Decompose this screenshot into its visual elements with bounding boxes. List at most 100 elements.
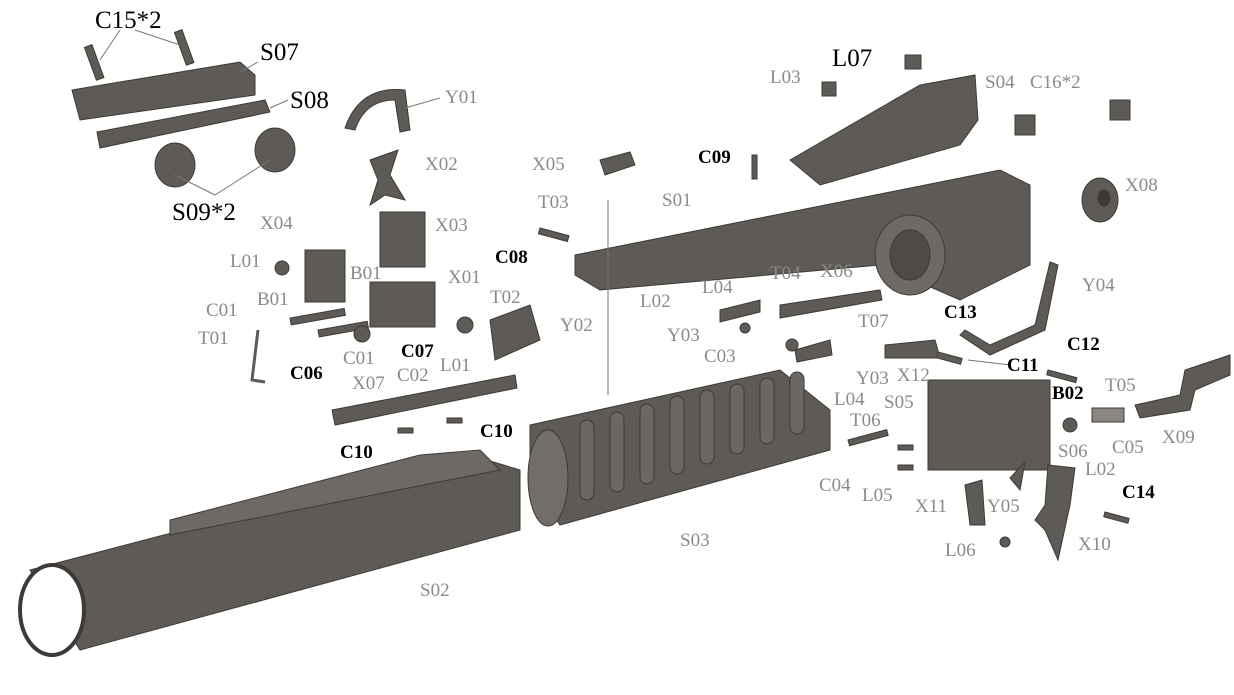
part-x03 <box>379 211 426 268</box>
label-c15: C15*2 <box>95 7 162 34</box>
label-y05: Y05 <box>987 496 1020 517</box>
label-s08: S08 <box>290 87 329 114</box>
part-l03 <box>821 81 837 97</box>
label-t05: T05 <box>1105 375 1136 396</box>
part-l05 <box>897 444 914 451</box>
label-l01a: L01 <box>230 251 261 272</box>
part-y02 <box>489 304 541 361</box>
label-l06: L06 <box>945 540 976 561</box>
part-x08 <box>1081 177 1119 223</box>
part-l07 <box>904 54 922 70</box>
label-t06: T06 <box>850 410 881 431</box>
part-x05 <box>599 151 636 176</box>
part-x02 <box>369 149 407 207</box>
part-y03b <box>794 339 833 363</box>
label-x03: X03 <box>435 215 468 236</box>
part-c15-screws <box>83 29 195 81</box>
part-s03-handguard <box>527 369 831 527</box>
label-c01a: C01 <box>206 300 238 321</box>
label-l01b: L01 <box>440 355 471 376</box>
label-s03: S03 <box>680 530 710 551</box>
label-s01: S01 <box>662 190 692 211</box>
label-s09: S09*2 <box>172 199 236 226</box>
part-l04 <box>739 322 751 334</box>
part-c14 <box>1103 511 1130 524</box>
label-c06: C06 <box>290 363 323 384</box>
label-b01b: B01 <box>257 289 289 310</box>
label-x11: X11 <box>915 496 948 517</box>
label-l05: L05 <box>862 485 893 506</box>
label-x12: X12 <box>897 365 930 386</box>
label-c14: C14 <box>1122 482 1155 503</box>
label-s07: S07 <box>260 39 299 66</box>
label-c01b: C01 <box>343 348 375 369</box>
part-t05 <box>1091 407 1125 423</box>
part-c12 <box>1046 369 1078 384</box>
part-c11 <box>935 351 963 365</box>
part-c02 <box>353 325 371 343</box>
label-c08: C08 <box>495 247 528 268</box>
part-y01 <box>344 88 411 133</box>
label-s04: S04 <box>985 72 1015 93</box>
label-c04: C04 <box>819 475 851 496</box>
part-s02-barrel <box>18 449 521 657</box>
label-y03b: Y03 <box>856 368 889 389</box>
label-x05: X05 <box>532 154 565 175</box>
label-l07: L07 <box>832 45 873 72</box>
part-c04 <box>847 429 889 447</box>
label-b02: B02 <box>1052 383 1084 404</box>
part-x10 <box>1034 464 1076 562</box>
part-x12 <box>884 339 941 359</box>
label-x09: X09 <box>1162 427 1195 448</box>
part-s05 <box>927 379 1051 471</box>
part-l06 <box>999 536 1011 548</box>
label-c10a: C10 <box>480 421 513 442</box>
label-s06: S06 <box>1058 441 1088 462</box>
label-c13: C13 <box>944 302 977 323</box>
label-l03: L03 <box>770 67 801 88</box>
part-s09-knobs <box>154 127 296 188</box>
label-t02: T02 <box>490 287 521 308</box>
part-y05 <box>1009 460 1026 492</box>
label-x08: X08 <box>1125 175 1158 196</box>
label-t01: T01 <box>198 328 229 349</box>
label-c12: C12 <box>1067 334 1100 355</box>
part-x07 <box>331 374 518 426</box>
label-y02: Y02 <box>560 315 593 336</box>
label-s02: S02 <box>420 580 450 601</box>
label-l04a: L04 <box>702 277 733 298</box>
label-l02b: L02 <box>1085 459 1116 480</box>
part-c16 <box>1014 99 1131 136</box>
part-y03 <box>719 299 761 323</box>
part-c10b <box>446 417 463 424</box>
label-c16: C16*2 <box>1030 72 1081 93</box>
label-c05: C05 <box>1112 437 1144 458</box>
label-c02: C02 <box>397 365 429 386</box>
label-t07: T07 <box>858 311 889 332</box>
part-t01 <box>250 329 266 384</box>
part-c10 <box>397 427 414 434</box>
label-x01: X01 <box>448 267 481 288</box>
leader-lines <box>99 29 1011 395</box>
label-c10b: C10 <box>340 442 373 463</box>
label-x07: X07 <box>352 373 385 394</box>
label-l02a: L02 <box>640 291 671 312</box>
part-s04 <box>789 74 979 186</box>
part-x04 <box>304 249 346 303</box>
part-y04 <box>959 261 1059 356</box>
part-c01b <box>317 320 370 338</box>
part-c01 <box>289 307 346 326</box>
label-l04b: L04 <box>834 389 865 410</box>
label-y01: Y01 <box>445 87 478 108</box>
part-l01a <box>274 260 290 276</box>
part-x06 <box>779 289 883 319</box>
label-s05: S05 <box>884 392 914 413</box>
part-c08 <box>537 227 570 243</box>
part-l01 <box>456 316 474 334</box>
label-y04: Y04 <box>1082 275 1115 296</box>
label-x10: X10 <box>1078 534 1111 555</box>
part-c05 <box>1062 417 1078 433</box>
label-c11: C11 <box>1007 355 1039 376</box>
